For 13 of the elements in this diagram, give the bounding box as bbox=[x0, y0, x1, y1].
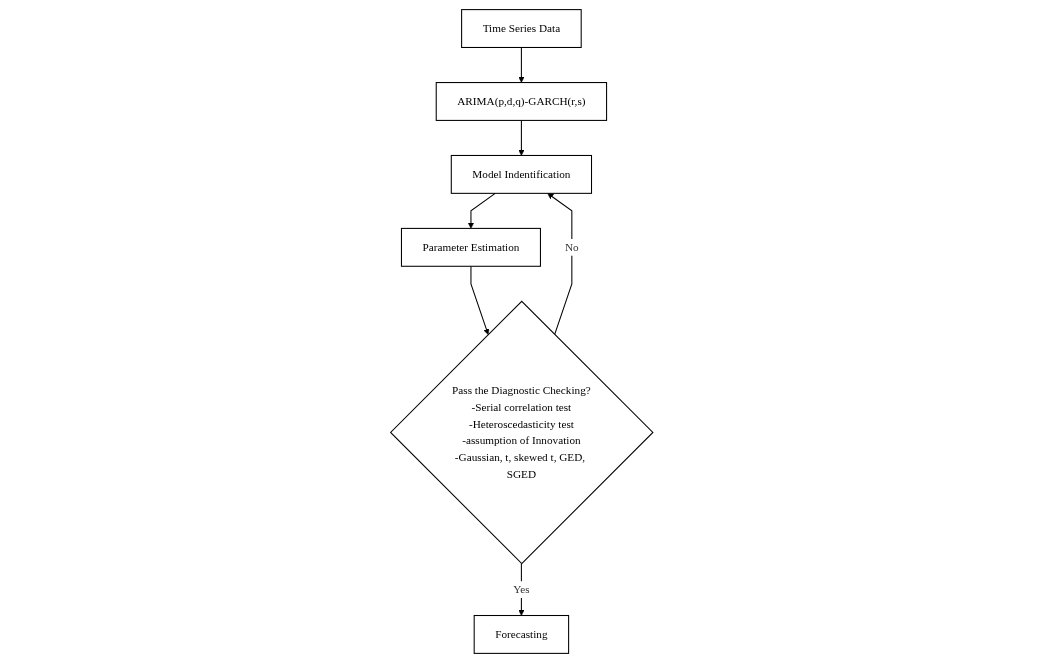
node-box: Model Indentification bbox=[450, 154, 592, 194]
node-box: ARIMA(p,d,q)-GARCH(r,s) bbox=[435, 82, 607, 121]
node-box: Parameter Estimation bbox=[400, 227, 541, 267]
node-box: Forecasting bbox=[473, 615, 569, 654]
edge-label: Yes bbox=[512, 583, 530, 596]
arrow bbox=[467, 192, 496, 229]
edge-label: No bbox=[564, 241, 579, 253]
arrow bbox=[470, 265, 490, 335]
node-diamond: Pass the Diagnostic Checking? -Serial correlation test -Heteroscedasticity test -assumption of Innovation -Gaussian, t, skewed t, GED, SGED bbox=[389, 300, 654, 565]
node-box: Time Series Data bbox=[460, 9, 582, 48]
arrow bbox=[547, 193, 573, 336]
arrow bbox=[518, 119, 525, 156]
arrow bbox=[518, 46, 525, 83]
